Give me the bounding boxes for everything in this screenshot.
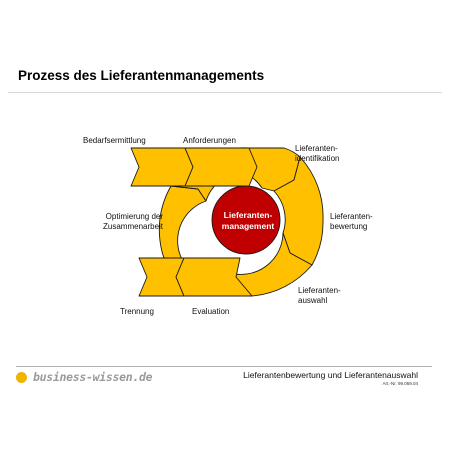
step-label-anforderungen: Anforderungen (183, 136, 236, 145)
center-circle (211, 185, 281, 255)
center-label: Lieferanten- management (221, 210, 275, 231)
process-diagram (130, 147, 324, 297)
arrow-evaluation (175, 257, 253, 297)
arrow-anforderungen (184, 147, 258, 187)
arrow-bedarfsermittlung (130, 147, 194, 187)
brand-logo: business-wissen.de (16, 370, 153, 384)
step-label-evaluation: Evaluation (192, 307, 230, 316)
segment-bewertung (273, 156, 324, 266)
slide: Prozess des Lieferantenmanagements Liefe… (8, 60, 442, 396)
footer-title: Lieferantenbewertung und Lieferantenausw… (243, 370, 418, 380)
step-label-trennung: Trennung (120, 307, 154, 316)
step-label-identifikation: Lieferanten- identifikation (295, 144, 340, 163)
page-title: Prozess des Lieferantenmanagements (18, 68, 265, 83)
step-label-bedarfsermittlung: Bedarfsermittlung (83, 136, 146, 145)
brand-name: business-wissen.de (33, 370, 153, 384)
title-divider (8, 92, 442, 93)
footer-divider (16, 366, 432, 367)
article-number: Art.-Nr. 99.069.04 (382, 381, 418, 386)
brand-dot-icon (16, 371, 27, 383)
step-label-auswahl: Lieferanten- auswahl (298, 286, 341, 305)
step-label-bewertung: Lieferanten- bewertung (330, 212, 373, 231)
step-label-optimierung: Optimierung der Zusammenarbeit (103, 212, 164, 231)
